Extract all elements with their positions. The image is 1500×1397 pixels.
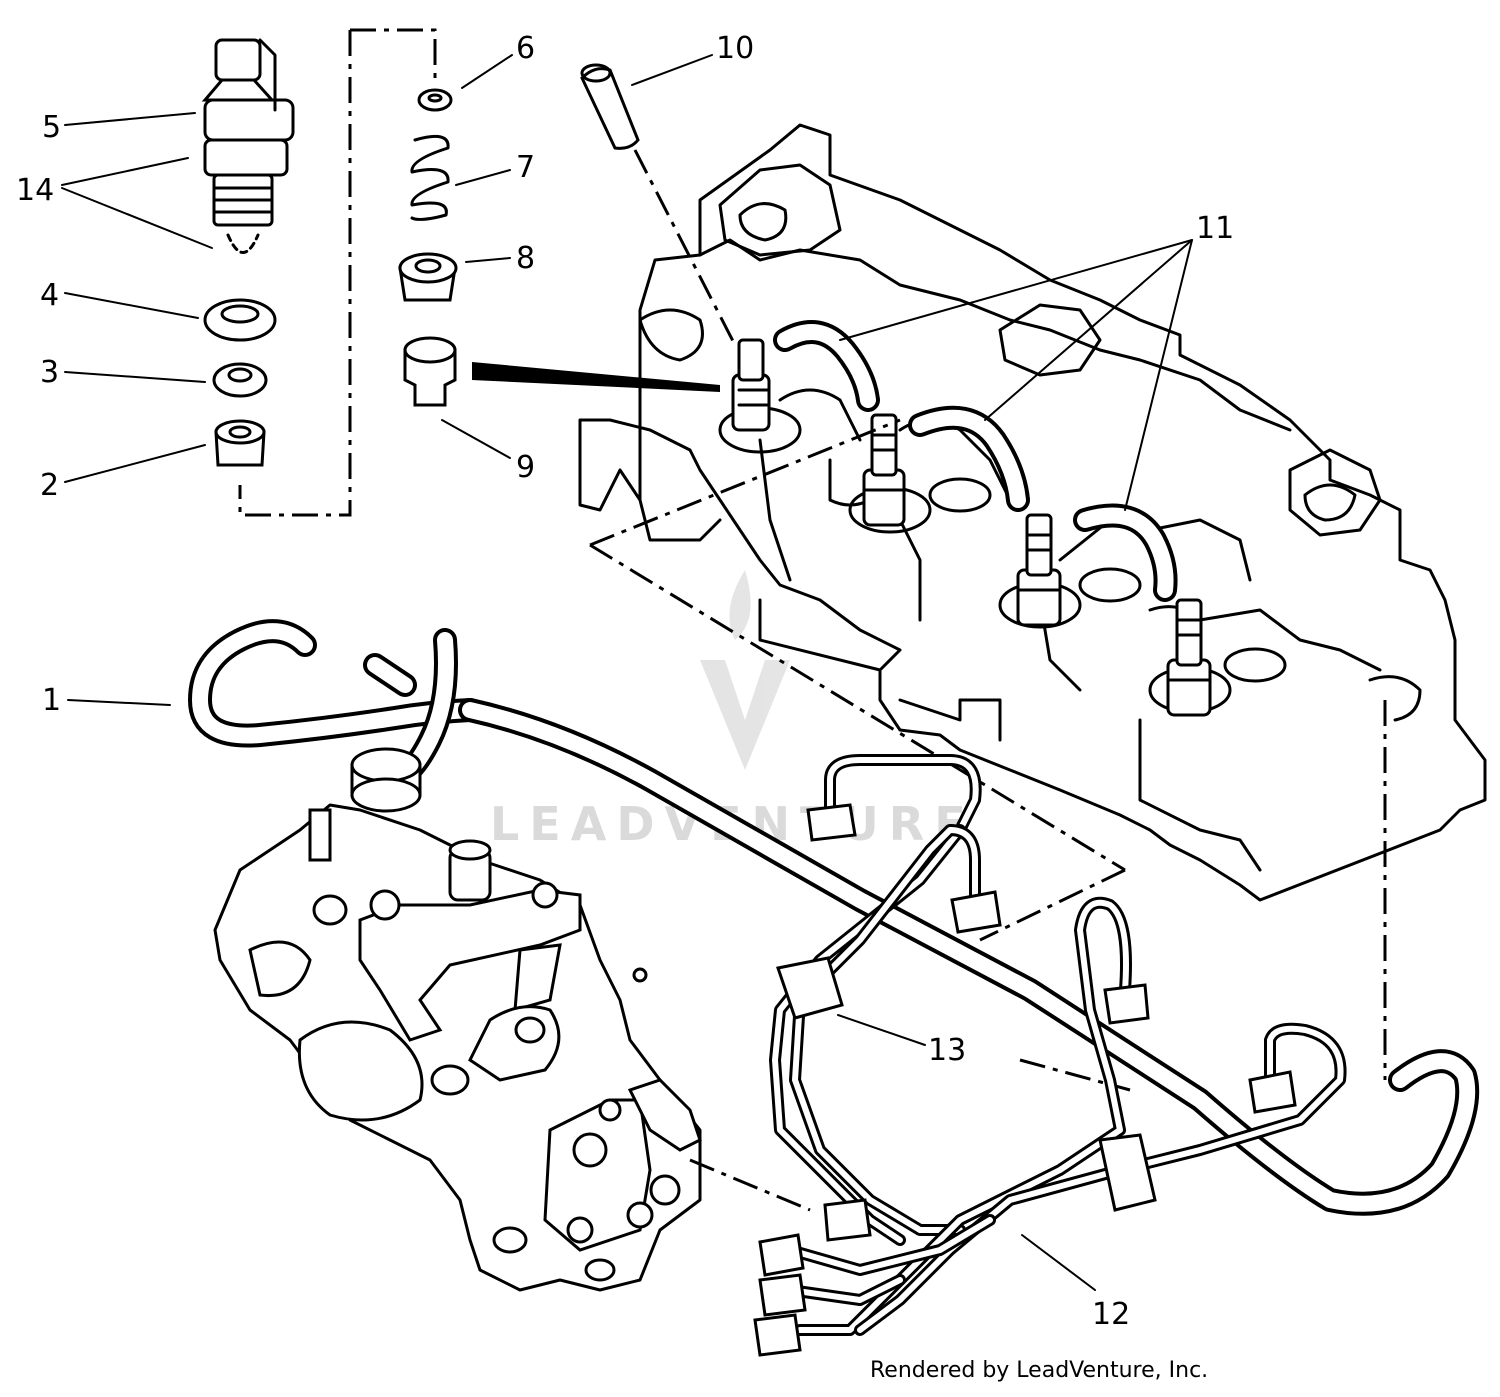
callout-6: 6 — [516, 31, 535, 66]
callout-5: 5 — [42, 110, 61, 145]
callout-8: 8 — [516, 241, 535, 276]
callout-2: 2 — [40, 468, 59, 503]
callout-10: 10 — [716, 31, 754, 66]
sleeve-2[interactable] — [214, 419, 266, 467]
leadventure-watermark: LEADVENTURE — [490, 570, 966, 851]
nozzle-9[interactable] — [403, 336, 457, 407]
line-clamps[interactable] — [776, 956, 1157, 1212]
injection-lines[interactable] — [769, 754, 1347, 1336]
callout-3: 3 — [40, 355, 59, 390]
injector-2-installed[interactable] — [862, 413, 906, 527]
injector-1-installed[interactable] — [731, 338, 771, 432]
injector-3-installed[interactable] — [1016, 513, 1062, 627]
leak-off-hoses[interactable] — [773, 320, 1178, 602]
callout-1: 1 — [42, 683, 61, 718]
callout-9: 9 — [516, 450, 535, 485]
callout-7: 7 — [516, 150, 535, 185]
hose-fitting[interactable] — [350, 747, 422, 813]
line-nuts[interactable] — [753, 803, 1297, 1357]
callout-12: 12 — [1092, 1297, 1130, 1332]
callout-leaders — [61, 54, 1193, 1291]
spring-seat-8[interactable] — [398, 252, 458, 302]
alignment-lines — [238, 28, 1387, 1212]
callout-4: 4 — [40, 278, 59, 313]
render-credit: Rendered by LeadVenture, Inc. — [870, 1358, 1209, 1383]
washer-3[interactable] — [212, 362, 268, 398]
injector-4-installed[interactable] — [1166, 598, 1212, 717]
cylinder-head — [578, 123, 1487, 902]
pin-10[interactable] — [580, 63, 640, 150]
spring-7[interactable] — [410, 134, 450, 221]
injection-pump[interactable] — [213, 803, 702, 1292]
washer-4[interactable] — [203, 298, 277, 342]
washer-6[interactable] — [417, 88, 453, 112]
install-arrow — [472, 362, 720, 392]
fuel-return-line[interactable] — [188, 619, 1480, 1216]
callout-13: 13 — [928, 1033, 966, 1068]
callout-11: 11 — [1196, 211, 1234, 246]
injector-nozzle-assembly[interactable] — [201, 38, 295, 254]
callout-14: 14 — [16, 173, 54, 208]
callout-labels: 1 2 3 4 5 6 7 8 9 10 11 12 13 14 — [16, 31, 1234, 1332]
